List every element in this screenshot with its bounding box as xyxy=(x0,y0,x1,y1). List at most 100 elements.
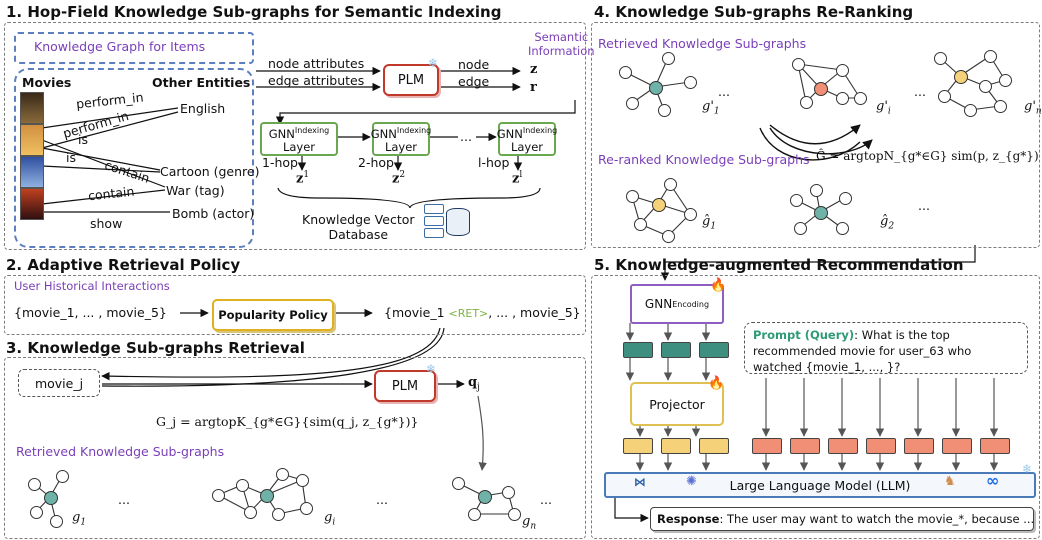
knowledge-db-label: Knowledge Vector Database xyxy=(302,212,415,242)
popularity-policy-box: Popularity Policy xyxy=(212,299,334,331)
reranked-subgraphs-label: Re-ranked Knowledge Sub-graphs xyxy=(598,152,810,167)
graph-node xyxy=(56,470,69,483)
fire-icon: 🔥 xyxy=(708,376,725,391)
db-label-line: Database xyxy=(328,227,389,242)
response-text: : The user may want to watch the movie_*… xyxy=(719,512,1035,526)
graph-node xyxy=(836,92,849,105)
graph-node xyxy=(634,218,647,231)
graph-node xyxy=(800,96,813,109)
section-5-panel xyxy=(591,275,1040,539)
relation-label: show xyxy=(90,216,123,231)
prompt-token xyxy=(980,438,1010,454)
q-j-symbol: qj xyxy=(468,375,480,393)
graph-node xyxy=(502,486,515,499)
prompt-token xyxy=(752,438,782,454)
prompt-token xyxy=(942,438,972,454)
section-4-panel xyxy=(591,22,1040,248)
r-symbol: r xyxy=(530,80,537,95)
gn-label: gn xyxy=(522,514,537,532)
openai-logo-icon: ✺ xyxy=(686,474,697,489)
graph-node xyxy=(44,491,58,505)
semantic-info-label: Semantic Information xyxy=(528,30,595,58)
kg-label: Knowledge Graph for Items xyxy=(34,39,206,54)
gnn-indexing-layer-2: GNNIndexing Layer xyxy=(371,122,431,156)
graph-node xyxy=(260,489,274,503)
response-box: Response: The user may want to watch the… xyxy=(650,507,1034,531)
g-prime-1-label: g'1 xyxy=(702,99,720,117)
g-prime-i-label: g'i xyxy=(876,99,891,117)
hop-label: l-hop xyxy=(478,155,510,170)
brace xyxy=(277,187,541,209)
graph-node xyxy=(810,184,823,197)
db-label-line: Knowledge Vector xyxy=(302,212,415,227)
graph-node xyxy=(212,489,225,502)
graph-node xyxy=(839,192,852,205)
section-3-title: 3. Knowledge Sub-graphs Retrieval xyxy=(6,339,305,357)
user-history-label: User Historical Interactions xyxy=(14,279,170,293)
ellipsis: ... xyxy=(918,198,930,213)
plm-label: PLM xyxy=(397,72,425,88)
gnn-indexing-layer-l: GNNIndexing Layer xyxy=(496,122,558,156)
g-hat-2-label: ĝ2 xyxy=(880,214,895,232)
entities-header: Other Entities xyxy=(152,75,251,90)
prompt-token xyxy=(790,438,820,454)
graph-node xyxy=(790,194,803,207)
graph-node xyxy=(619,66,632,79)
relation-label: is xyxy=(78,132,88,147)
hop-label: 1-hop xyxy=(262,155,298,170)
graph-token xyxy=(623,342,653,358)
projector-box: Projector xyxy=(630,382,724,426)
graph-node xyxy=(662,230,675,243)
graph-node xyxy=(938,90,951,103)
graph-node xyxy=(50,515,63,528)
graph-node xyxy=(662,52,675,65)
g-prime-n-label: g'n xyxy=(1024,99,1042,117)
prompt-token xyxy=(828,438,858,454)
g1-label: g1 xyxy=(72,510,87,528)
graph-node xyxy=(28,478,41,491)
graph-node xyxy=(626,190,639,203)
ellipsis: ... xyxy=(914,84,926,99)
gi-label: gi xyxy=(324,510,336,528)
z-hop-l: zl xyxy=(512,170,523,187)
graph-node xyxy=(652,198,666,212)
rerank-formula: Ĝ = argtopN_{g*∈G} sim(p, z_{g*}) xyxy=(816,149,1039,163)
kg-label-box xyxy=(14,32,254,64)
kg-relation-lines xyxy=(41,107,179,213)
projected-token xyxy=(623,438,653,454)
graph-node xyxy=(272,508,285,521)
graph-node xyxy=(468,508,481,521)
graph-node xyxy=(296,474,309,487)
relation-label: is xyxy=(66,150,76,165)
entity-cartoon: Cartoon (genre) xyxy=(160,164,260,179)
graph-node xyxy=(452,477,465,490)
retrieved-subgraphs-label: Retrieved Knowledge Sub-graphs xyxy=(598,36,807,51)
graph-node xyxy=(934,52,947,65)
graph-node xyxy=(626,97,639,110)
kg-box xyxy=(14,68,254,248)
section-2-panel xyxy=(4,275,586,335)
gnn-indexing-layer-1: GNNIndexing Layer xyxy=(260,122,338,156)
server-icon xyxy=(424,204,444,238)
projected-token xyxy=(699,438,729,454)
prompt-token xyxy=(904,438,934,454)
graph-node xyxy=(300,502,313,515)
ellipsis: ... xyxy=(718,84,730,99)
layer-label: Layer xyxy=(282,139,316,154)
entity-bomb: Bomb (actor) xyxy=(172,206,255,221)
fire-icon: 🔥 xyxy=(710,278,727,293)
gnn-sup: Encoding xyxy=(672,299,710,309)
graph-node xyxy=(684,208,697,221)
ellipsis: ... xyxy=(460,129,472,144)
edge-label: edge xyxy=(458,74,490,89)
graph-token xyxy=(699,342,729,358)
movie-poster-4 xyxy=(20,188,44,220)
retrieved-subgraphs-label: Retrieved Knowledge Sub-graphs xyxy=(16,444,225,459)
gnn-title: GNNIndexing xyxy=(496,126,558,141)
graph-node xyxy=(994,100,1007,113)
snowflake-icon: ❄ xyxy=(428,56,439,70)
node-label: node xyxy=(458,57,490,72)
z-hop-2: z2 xyxy=(392,170,406,187)
plm-label: PLM xyxy=(391,378,419,394)
section-1-title: 1. Hop-Field Knowledge Sub-graphs for Se… xyxy=(6,3,502,21)
